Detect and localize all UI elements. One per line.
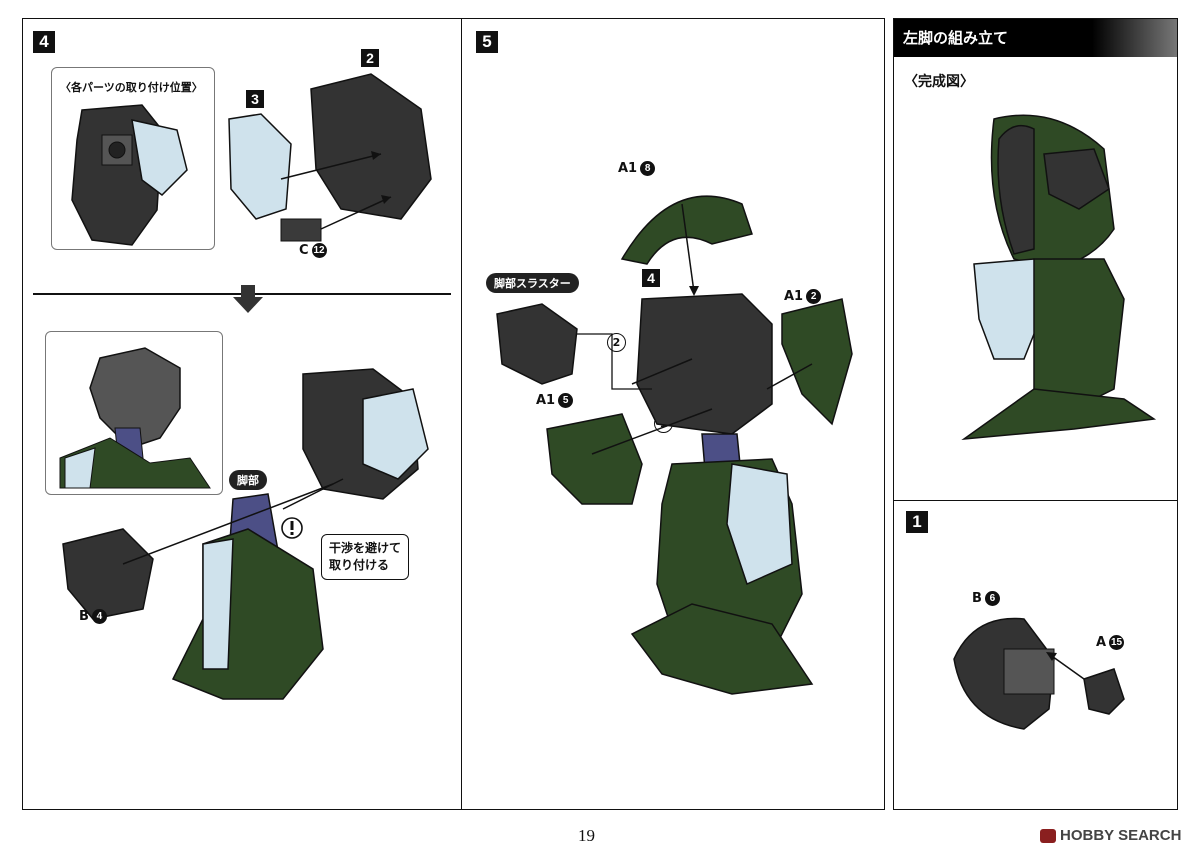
watermark: HOBBY SEARCH [1040,827,1181,844]
parts-position-inset: 〈各パーツの取り付け位置〉 [51,67,215,250]
sub-step-3-badge: 3 [246,90,264,108]
zoom-detail-illustration [59,347,211,489]
sub-step-4-badge: 4 [642,269,660,287]
parts-exploded-illustration [228,73,432,242]
assembled-parts-illustration [71,104,188,246]
sub-step-2-badge: 2 [361,49,379,67]
leg-exploded-illustration [496,195,853,695]
step-badge: 1 [906,511,928,533]
leg-label: 脚部 [229,470,267,490]
leg-thruster-label: 脚部スラスター [486,273,579,293]
exclamation-icon [281,517,303,539]
down-arrow-icon [233,285,263,313]
completed-leg-illustration [961,114,1157,440]
page-number: 19 [578,826,595,845]
watermark-logo-icon [1040,829,1056,844]
interference-note: 干渉を避けて 取り付ける [321,534,410,580]
step-badge: 5 [476,31,498,53]
panel-completed-view: 左脚の組み立て 〈完成図〉 [893,18,1178,502]
step-badge: 4 [33,31,55,53]
panel-step-5: 5 A18 A12 A15 脚部スラスター 4 2 1 [461,18,885,810]
step-1-illustration [953,617,1125,730]
zoom-detail-inset [45,331,223,495]
section-header: 左脚の組み立て [894,19,1177,57]
completed-view-title: 〈完成図〉 [904,74,974,90]
leg-assembly-illustration [62,368,429,700]
inset-title: 〈各パーツの取り付け位置〉 [60,81,203,94]
